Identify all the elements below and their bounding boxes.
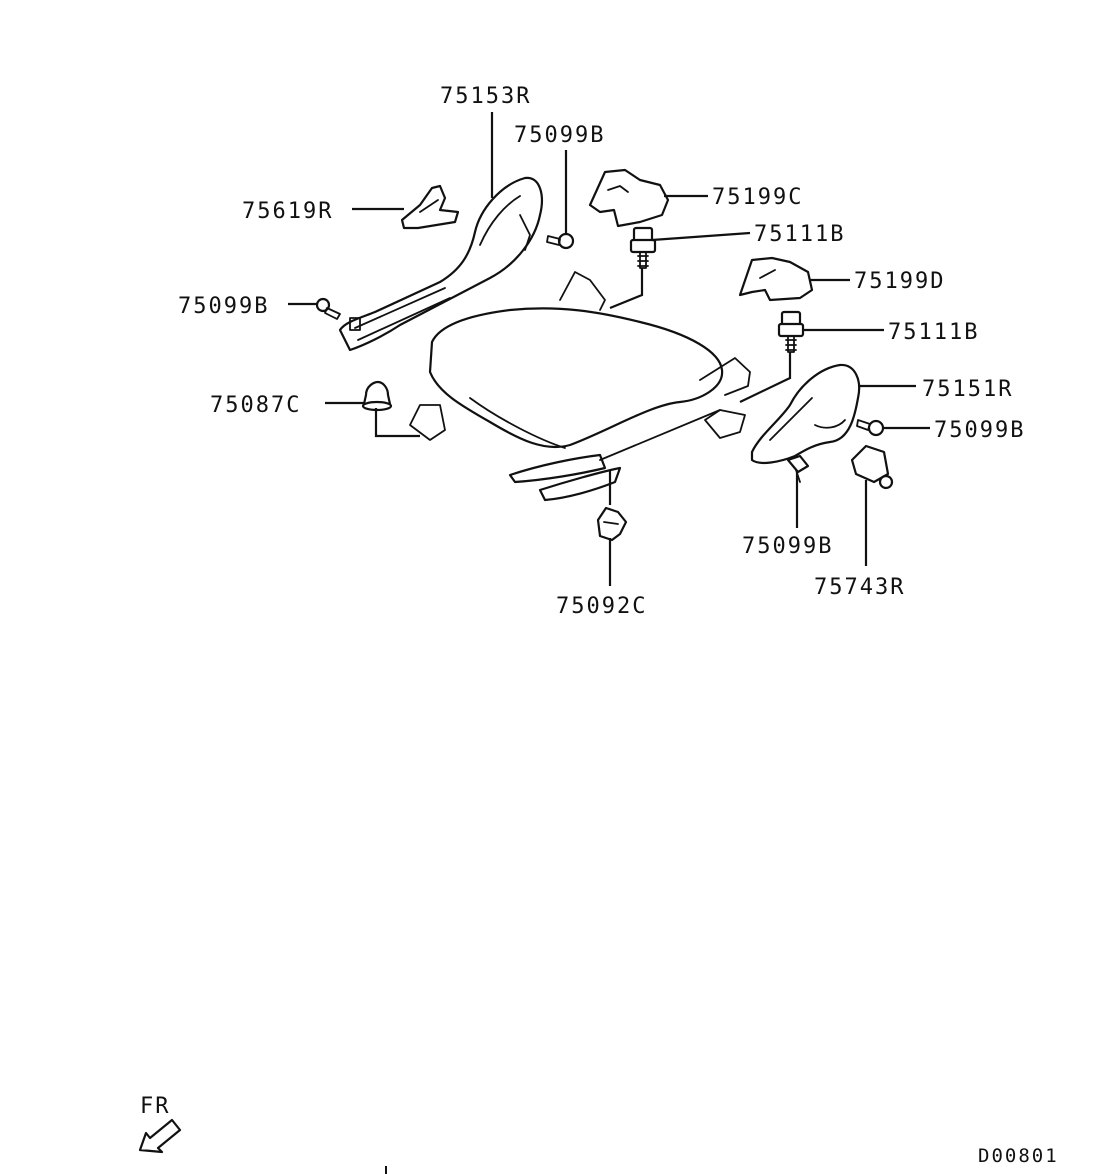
callout-labels: 75153R 75099B 75619R 75199C 75111B 75199… [178, 84, 1025, 619]
callout-75743r: 75743R [814, 575, 905, 600]
front-arrow-icon [138, 1118, 182, 1154]
side-cover-75153r [338, 176, 543, 352]
callout-75111b-lower: 75111B [888, 320, 979, 345]
bolt-75111b-lower [777, 310, 805, 353]
callout-75092c: 75092C [556, 594, 647, 619]
screw-75099b-left [315, 297, 341, 320]
screw-75099b-right [856, 419, 885, 437]
front-indicator: FR [138, 1094, 182, 1154]
callout-75619r: 75619R [242, 199, 333, 224]
callout-75111b-upper: 75111B [754, 222, 845, 247]
callout-75199d: 75199D [854, 269, 945, 294]
screw-75099b-top [546, 232, 575, 250]
bracket-75199c [588, 168, 670, 228]
callout-75151r: 75151R [922, 377, 1013, 402]
front-indicator-label: FR [140, 1094, 171, 1119]
callout-75099b-top: 75099B [514, 123, 605, 148]
seat-cushion [409, 271, 751, 502]
bracket-75743r [850, 444, 894, 490]
cover-75151r [750, 363, 861, 465]
bolt-75111b-upper [629, 226, 657, 269]
callout-75099b-bottom: 75099B [742, 534, 833, 559]
clip-75092c [596, 506, 628, 542]
callout-75153r: 75153R [440, 84, 531, 109]
callout-75099b-right: 75099B [934, 418, 1025, 443]
callout-75087c: 75087C [210, 393, 301, 418]
bracket-75199d [738, 256, 814, 302]
drawing-code: D00801 [978, 1145, 1059, 1167]
leader-lines [288, 112, 930, 586]
handle-75619r [400, 184, 460, 230]
callout-75199c: 75199C [712, 185, 803, 210]
cap-nut-75087c [361, 380, 393, 412]
callout-75099b-left: 75099B [178, 294, 269, 319]
